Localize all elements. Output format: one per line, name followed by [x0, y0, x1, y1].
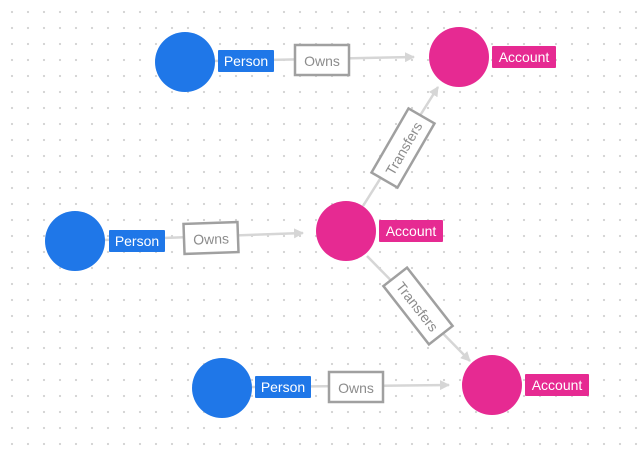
node-label: Person	[115, 233, 159, 249]
edge-transfers-1[interactable]: Transfers	[361, 86, 440, 207]
edge-label: Owns	[338, 380, 374, 396]
person-node-circle[interactable]	[45, 211, 105, 271]
person-node-circle[interactable]	[155, 32, 215, 92]
node-label-badge	[218, 50, 274, 72]
node-label-badge	[492, 46, 556, 68]
edge-label-box[interactable]	[293, 43, 351, 77]
node-label: Account	[532, 377, 583, 393]
edge-label-box[interactable]	[182, 220, 240, 256]
edge-owns-2[interactable]: Owns	[103, 220, 304, 256]
edge-label-box[interactable]	[381, 265, 455, 347]
node-label-badge	[525, 374, 589, 396]
node-label: Account	[386, 223, 437, 239]
node-account-2[interactable]: Account	[316, 201, 443, 261]
node-label-badge	[255, 376, 311, 398]
node-account-3[interactable]: Account	[462, 355, 589, 415]
person-node-circle[interactable]	[192, 358, 252, 418]
node-person-1[interactable]: Person	[155, 32, 274, 92]
edge-transfers-2[interactable]: Transfers	[366, 255, 471, 362]
node-account-1[interactable]: Account	[429, 27, 556, 87]
node-person-2[interactable]: Person	[45, 211, 165, 271]
node-label: Person	[224, 53, 268, 69]
node-label-badge	[109, 230, 165, 252]
account-node-circle[interactable]	[462, 355, 522, 415]
node-person-3[interactable]: Person	[192, 358, 311, 418]
edge-label: Owns	[193, 230, 229, 247]
node-label: Person	[261, 379, 305, 395]
account-node-circle[interactable]	[429, 27, 489, 87]
edge-label-box[interactable]	[327, 370, 385, 404]
edge-label: Owns	[304, 53, 340, 69]
node-label: Account	[499, 49, 550, 65]
edge-owns-1[interactable]: Owns	[213, 43, 415, 77]
node-label-badge	[379, 220, 443, 242]
account-node-circle[interactable]	[316, 201, 376, 261]
edge-label-box[interactable]	[369, 106, 437, 190]
